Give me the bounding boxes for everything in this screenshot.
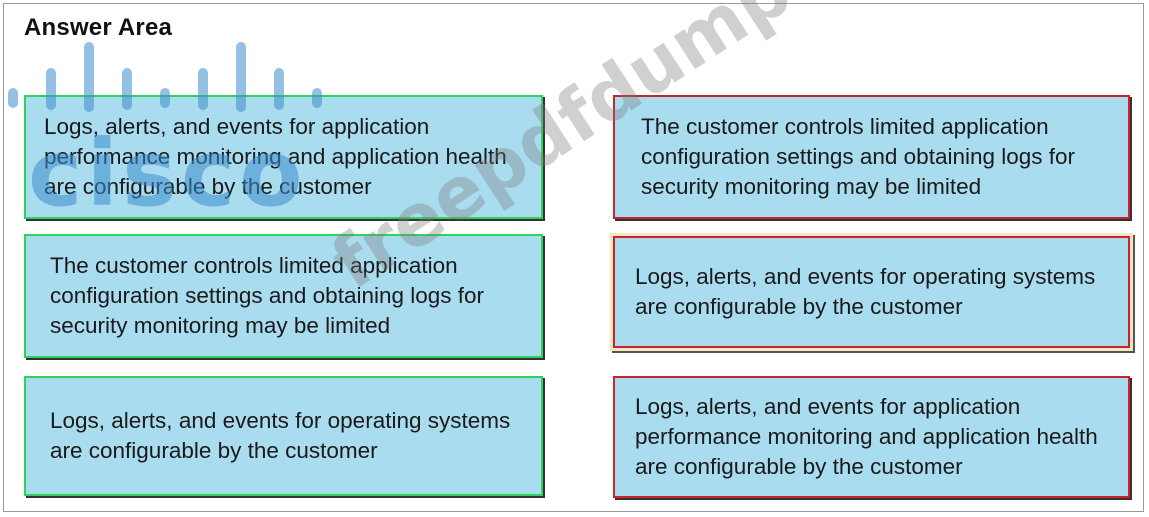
left-answer-card-1-text: Logs, alerts, and events for application… [44, 114, 507, 199]
right-answer-card-1[interactable]: The customer controls limited applicatio… [613, 95, 1130, 219]
left-answer-card-2[interactable]: The customer controls limited applicatio… [24, 234, 543, 358]
left-answer-card-3[interactable]: Logs, alerts, and events for operating s… [24, 376, 543, 496]
right-answer-card-2-text: Logs, alerts, and events for operating s… [635, 264, 1096, 319]
answer-area-title: Answer Area [24, 14, 173, 41]
left-answer-card-2-text: The customer controls limited applicatio… [50, 253, 485, 338]
right-answer-card-3-text: Logs, alerts, and events for application… [635, 394, 1098, 479]
left-answer-card-1[interactable]: Logs, alerts, and events for application… [24, 95, 543, 219]
right-answer-card-1-text: The customer controls limited applicatio… [641, 114, 1076, 199]
left-answer-card-3-text: Logs, alerts, and events for operating s… [50, 408, 511, 463]
right-answer-card-3[interactable]: Logs, alerts, and events for application… [613, 376, 1130, 498]
right-answer-card-2[interactable]: Logs, alerts, and events for operating s… [613, 236, 1130, 348]
